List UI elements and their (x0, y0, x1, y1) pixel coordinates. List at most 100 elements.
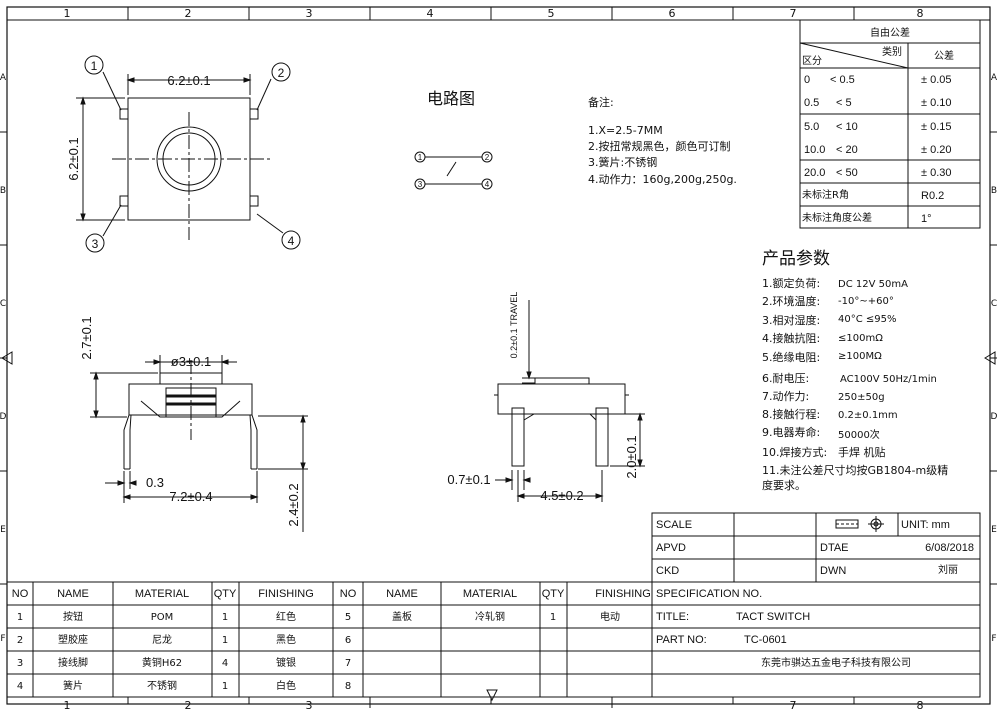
tb-ckd-label: CKD (656, 565, 679, 577)
bom-cell: 4 (222, 658, 228, 669)
col-label: 6 (669, 7, 676, 20)
pin-marker-2 (271, 62, 291, 82)
tb-title-label: TITLE: (656, 611, 689, 623)
notes: 备注: 1.X=2.5-7MM 2.按扭常规黑色，颜色可订制 3.簧片:不锈钢 … (588, 95, 737, 186)
param-value: DC 12V 50mA (838, 279, 908, 290)
pin-tab (119, 195, 129, 207)
right-body (497, 383, 626, 415)
tol-header-tol: 公差 (934, 49, 954, 62)
note-item: 2.按扭常规黑色，颜色可订制 (588, 139, 731, 153)
dim-width-label: 6.2±0.1 (167, 73, 210, 88)
bom-cell: 4 (17, 681, 23, 692)
bom-header: NO (12, 588, 29, 600)
circuit-pin-1: 1 (418, 153, 423, 162)
params-title: 产品参数 (762, 249, 830, 269)
tb-spec-label: SPECIFICATION NO. (656, 588, 762, 600)
col-label: 4 (427, 7, 434, 20)
bom-cell: POM (151, 612, 174, 623)
bom-cell: 7 (345, 658, 351, 669)
col-label: 1 (64, 7, 71, 20)
dim-travel-label: 0.2±0.1 TRAVEL (509, 292, 519, 359)
bom-header: FINISHING (595, 588, 651, 600)
dim-pin-label: 0.3 (146, 475, 164, 490)
product-params: 产品参数 1.额定负荷: DC 12V 50mA 2.环境温度: -10°~+6… (762, 249, 948, 492)
title-block (651, 512, 981, 698)
circuit-pin-3: 3 (418, 180, 423, 189)
row-label: E (0, 525, 6, 535)
bom-cell: 1 (222, 612, 228, 623)
tol-row-tol: ± 0.15 (921, 121, 952, 133)
circuit-diagram: 电路图 1 2 3 4 (414, 89, 493, 190)
param-label: 5.绝缘电阻: (762, 350, 820, 364)
right-pin-right (595, 407, 609, 467)
tol-row-b: < 50 (836, 167, 858, 179)
bom-cell: 8 (345, 681, 351, 692)
notes-title: 备注: (588, 95, 614, 109)
bom-cell: 接线脚 (58, 656, 88, 669)
param-label: 2.环境温度: (762, 294, 820, 308)
bom-header: MATERIAL (135, 588, 189, 600)
tb-title-value: TACT SWITCH (736, 611, 810, 623)
tol-row-a: 5.0 (804, 121, 819, 133)
right-pin-left (511, 407, 525, 467)
col-label: 5 (548, 7, 555, 20)
pin-tab (119, 108, 129, 120)
row-label: C (0, 299, 6, 309)
tb-company: 东莞市骐达五金电子科技有限公司 (761, 656, 911, 669)
bom-cell: 镀银 (276, 656, 296, 669)
tol-row-b: < 20 (836, 144, 858, 156)
tolerance-table: 自由公差 类别 区分 公差 0 < 0.5 ± 0.05 0.5 < 5 ± 0… (799, 19, 981, 229)
row-label: F (991, 634, 996, 644)
row-label: A (991, 73, 997, 83)
tol-row-a: 10.0 (804, 144, 825, 156)
param-note: 11.未注公差尺寸均按GB1804-m级精 (762, 463, 948, 477)
row-label: B (0, 186, 6, 196)
bom-cell: 黑色 (276, 633, 296, 646)
pin-tab (249, 195, 259, 207)
pin-label-4: 4 (288, 234, 295, 248)
bom-cell: 尼龙 (152, 633, 172, 646)
tol-row-b: < 10 (836, 121, 858, 133)
col-label: 7 (790, 699, 797, 711)
tol-row-b: < 0.5 (830, 74, 855, 86)
tol-row-tol: ± 0.20 (921, 144, 952, 156)
bom-cell: 6 (345, 635, 351, 646)
circuit-pin-2: 2 (485, 153, 490, 162)
bom-cell: 电动 (600, 610, 620, 623)
tb-dtae-label: DTAE (820, 542, 849, 554)
note-item: 1.X=2.5-7MM (588, 124, 663, 137)
right-cap (534, 377, 590, 385)
param-label: 4.接触抗阻: (762, 331, 820, 345)
tol-row-tol: ± 0.30 (921, 167, 952, 179)
tb-scale-label: SCALE (656, 519, 692, 531)
tb-part-label: PART NO: (656, 634, 707, 646)
param-label: 9.电器寿命: (762, 425, 820, 439)
param-value: 手焊 机贴 (838, 445, 886, 459)
tol-row-a: 0 (804, 74, 810, 86)
col-label: 3 (306, 699, 313, 711)
param-value: AC100V 50Hz/1min (840, 374, 937, 385)
circuit-title: 电路图 (427, 89, 475, 108)
tb-dwn-name: 刘丽 (938, 564, 958, 576)
pin-label-1: 1 (91, 59, 98, 73)
pin-label-3: 3 (92, 237, 99, 251)
bom-header: QTY (542, 588, 565, 600)
tol-row-a: 0.5 (804, 97, 819, 109)
dim-pin-width-label: 0.7±0.1 (447, 472, 490, 487)
row-label: E (991, 525, 997, 535)
col-label: 2 (185, 7, 192, 20)
side-pin-left (123, 414, 132, 470)
param-label: 7.动作力: (762, 390, 809, 403)
param-label: 3.相对湿度: (762, 313, 820, 327)
row-label: B (991, 186, 997, 196)
bom-cell: 红色 (276, 610, 296, 623)
tb-part-value: TC-0601 (744, 634, 787, 646)
param-label: 6.耐电压: (762, 372, 809, 385)
bom-table (6, 581, 653, 708)
param-value: -10°~+60° (838, 296, 894, 307)
row-label: F (0, 634, 5, 644)
bom-cell: 按钮 (63, 610, 83, 623)
bom-cell: 不锈钢 (147, 679, 177, 692)
zone-labels: 1 2 3 4 5 6 7 8 1 2 3 7 8 A B C D E F A … (0, 7, 997, 711)
row-label: D (991, 412, 997, 422)
